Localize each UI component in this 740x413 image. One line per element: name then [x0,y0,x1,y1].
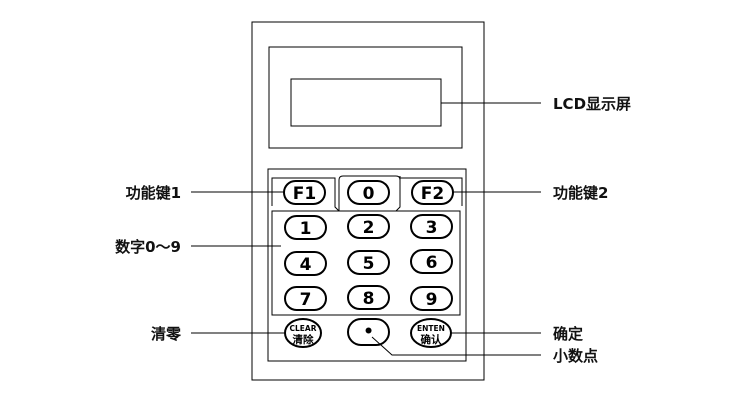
enter-key-label-en: ENTEN [417,324,445,333]
decimal-callout-line [371,336,541,356]
digit-key-6[interactable]: 6 [410,249,453,274]
digit-key-9[interactable]: 9 [410,286,453,311]
digit-key-1-label: 1 [300,219,312,239]
digit-key-5[interactable]: 5 [347,250,390,275]
f2-key-label: F2 [421,184,444,204]
f1-key[interactable]: F1 [283,180,326,205]
digit-key-9-label: 9 [426,290,438,310]
enter-key-label-cn: 确认 [421,333,442,346]
confirm-label: 确定 [553,325,583,343]
digit-key-7[interactable]: 7 [284,286,327,311]
f1-key-label: F1 [293,184,316,204]
decimal-label: 小数点 [553,347,598,365]
digit-key-4-label: 4 [300,255,312,275]
clear-key[interactable]: CLEAR 清除 [284,318,322,348]
digit-key-8[interactable]: 8 [347,285,390,310]
function-row-outline [271,175,463,212]
digit-key-5-label: 5 [363,254,375,274]
digit-key-7-label: 7 [300,290,312,310]
digit-key-2[interactable]: 2 [347,214,390,239]
enter-key[interactable]: ENTEN 确认 [410,318,452,348]
clear-label: 清零 [151,325,182,343]
digit-key-8-label: 8 [363,289,375,309]
digit-key-1[interactable]: 1 [284,215,327,240]
decimal-key[interactable]: • [347,318,390,346]
decimal-key-label: • [363,322,374,342]
zero-key[interactable]: 0 [347,180,390,205]
lcd-label: LCD显示屏 [553,95,631,113]
clear-key-label-cn: 清除 [293,333,314,346]
digit-key-3[interactable]: 3 [410,214,453,239]
zero-key-label: 0 [363,184,375,204]
digits-label: 数字0～9 [115,238,181,256]
digit-key-6-label: 6 [426,253,438,273]
f2-key[interactable]: F2 [411,180,454,205]
f1-label: 功能键1 [126,184,181,202]
f2-label: 功能键2 [553,184,608,202]
digit-key-4[interactable]: 4 [284,251,327,276]
clear-key-label-en: CLEAR [290,324,317,333]
digit-key-3-label: 3 [426,218,438,238]
digit-key-2-label: 2 [363,218,375,238]
lcd-screen [290,78,442,127]
